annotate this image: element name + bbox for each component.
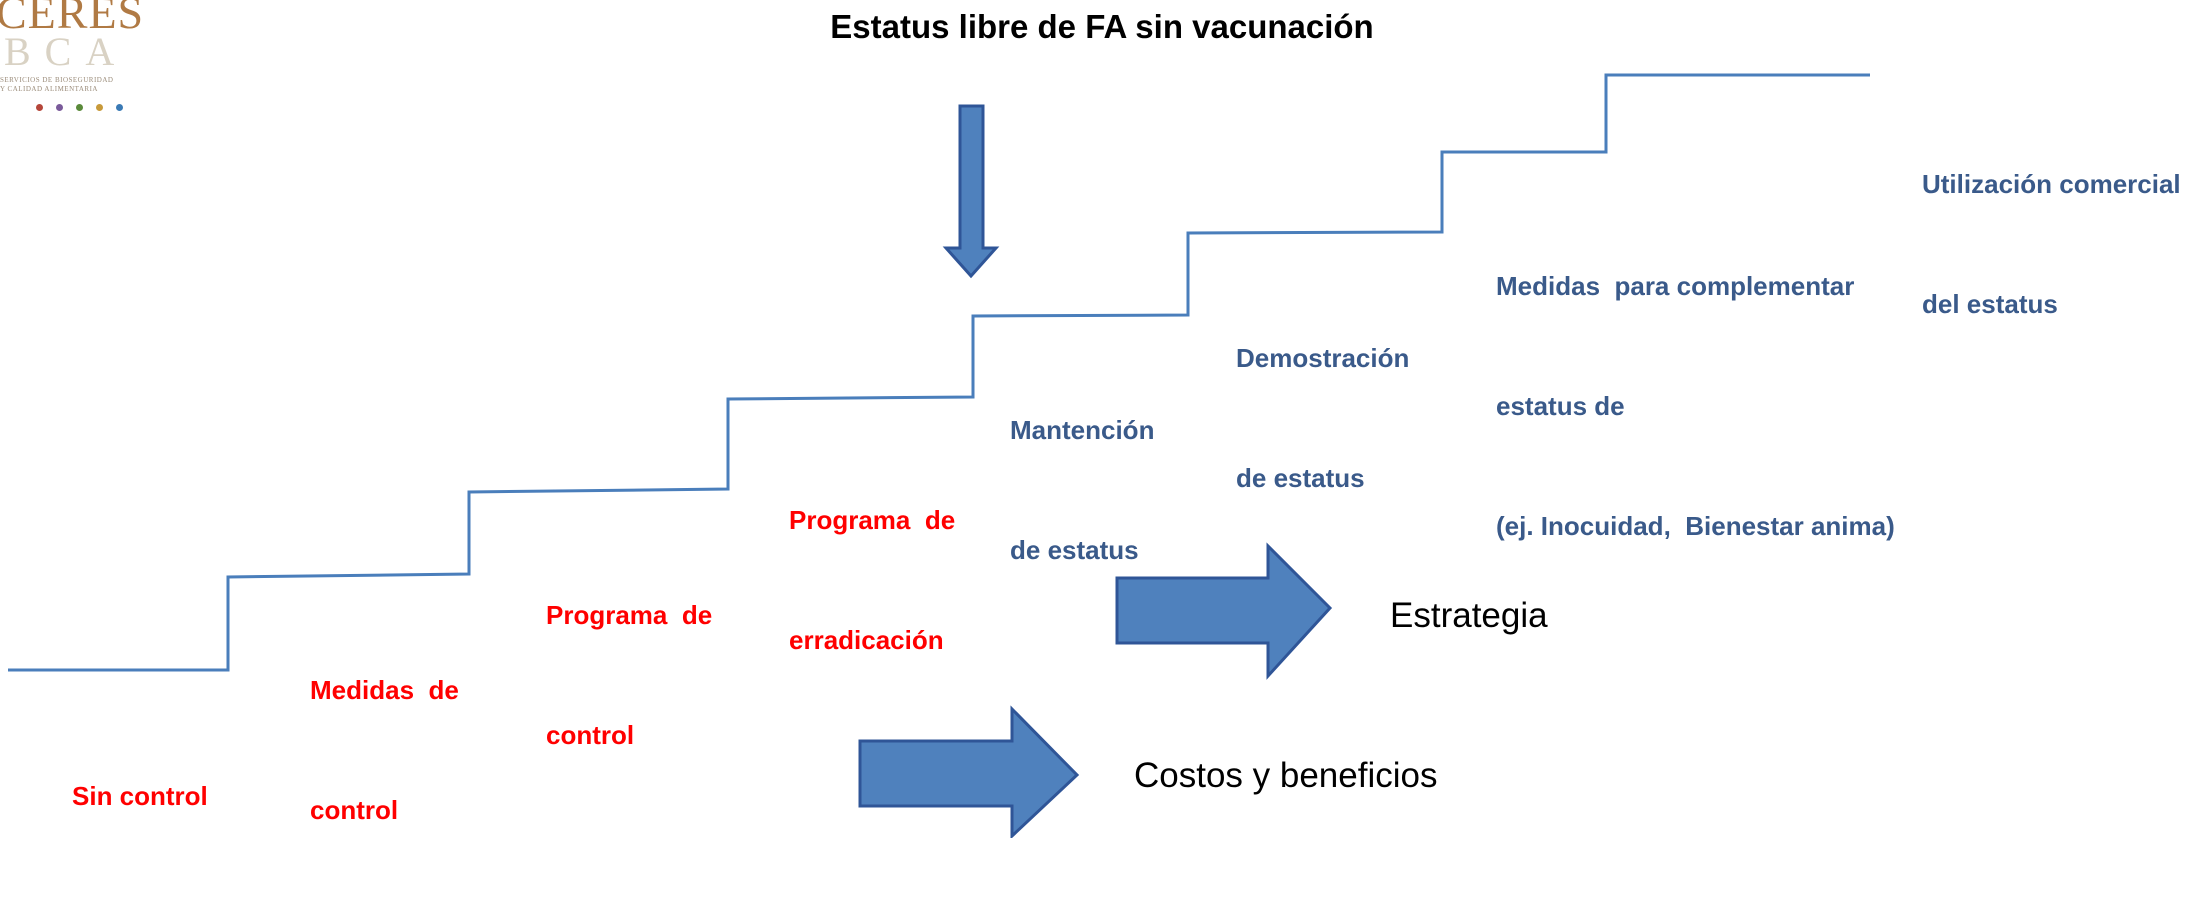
logo-subtitle: BCA — [4, 29, 129, 74]
step-label-line: del estatus — [1922, 289, 2058, 319]
diagram-title: Estatus libre de FA sin vacunación — [830, 8, 1374, 45]
logo-tagline-line-1: SERVICIOS DE BIOSEGURIDAD — [0, 76, 114, 84]
step-label-line: (ej. Inocuidad, Bienestar anima) — [1496, 511, 1895, 541]
step-label-line: Medidas para complementar — [1496, 271, 1855, 301]
logo-tagline-line-2: Y CALIDAD ALIMENTARIA — [0, 85, 98, 93]
step-label-mantencion-de-estatus: Mantención de estatus — [1010, 330, 1154, 650]
diagram-stage: CERES BCA SERVICIOS DE BIOSEGURIDAD Y CA… — [0, 0, 2181, 838]
step-label-line: control — [310, 795, 399, 825]
step-label-line: estatus de — [1496, 391, 1625, 421]
step-label-line: Mantención — [1010, 415, 1155, 445]
step-label-line: erradicación — [789, 625, 944, 655]
down-arrow-icon — [942, 104, 1000, 279]
staircase-line — [8, 73, 1870, 672]
logo-dot — [96, 104, 103, 111]
logo-tagline: SERVICIOS DE BIOSEGURIDAD Y CALIDAD ALIM… — [0, 76, 180, 94]
step-label-programa-de-control: Programa de control — [546, 515, 712, 835]
step-label-programa-de-erradicacion: Programa de erradicación — [789, 420, 955, 740]
step-label-line: Medidas de — [310, 675, 459, 705]
ceres-logo: CERES BCA SERVICIOS DE BIOSEGURIDAD Y CA… — [0, 0, 180, 120]
step-label-sin-control: Sin control — [72, 696, 208, 896]
step-label-line: Utilización comercial — [1922, 169, 2181, 199]
step-label-line: Sin control — [72, 781, 208, 811]
logo-dot — [76, 104, 83, 111]
step-label-line: Programa de — [789, 505, 956, 535]
step-label-medidas-para-complementar: Medidas para complementar estatus de (ej… — [1496, 186, 1895, 626]
logo-dots — [36, 104, 123, 111]
diagram-canvas — [8, 73, 1870, 838]
logo-dot — [36, 104, 43, 111]
strategy-label: Estrategia — [1390, 596, 1548, 635]
logo-dot — [56, 104, 63, 111]
step-label-line: control — [546, 720, 635, 750]
step-label-line: Programa de — [546, 600, 713, 630]
step-label-line: de estatus — [1236, 463, 1365, 493]
step-label-utilizacion-comercial: Utilización comercial del estatus — [1922, 84, 2181, 404]
step-label-medidas-de-control: Medidas de control — [310, 590, 459, 910]
strategy-arrow-icon — [1115, 542, 1333, 680]
costs-benefits-label: Costos y beneficios — [1134, 756, 1438, 795]
logo-dot — [116, 104, 123, 111]
step-label-line: de estatus — [1010, 535, 1139, 565]
step-label-line: Demostración — [1236, 343, 1410, 373]
step-label-demostracion-de-estatus: Demostración de estatus — [1236, 258, 1409, 578]
logo-wordmark: CERES — [0, 0, 145, 38]
costs-arrow-icon — [858, 705, 1080, 838]
